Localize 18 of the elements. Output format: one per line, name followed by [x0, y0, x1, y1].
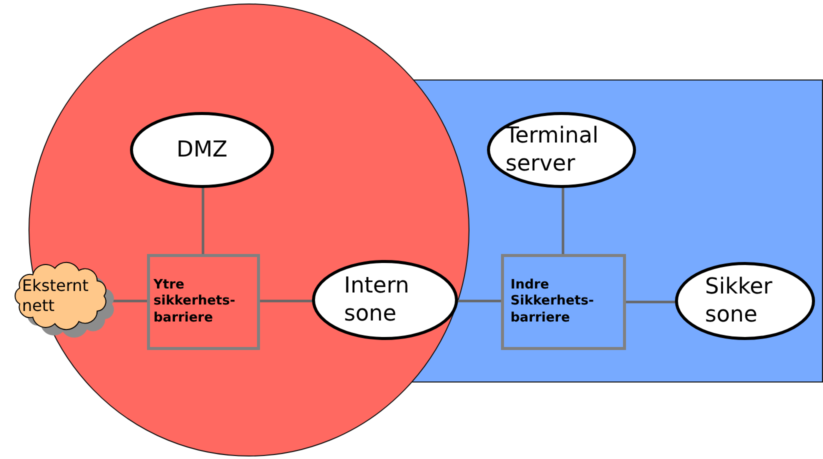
node-label: Terminal server — [506, 122, 600, 178]
node-label: Indre Sikkerhets- barriere — [510, 278, 595, 326]
connector-line — [260, 300, 313, 302]
barrier-box — [501, 254, 626, 350]
ellipse-node — [487, 112, 636, 188]
connector-line — [626, 300, 676, 304]
node-label: Intern sone — [344, 272, 410, 328]
node-label: DMZ — [176, 136, 228, 164]
node-label: Ytre sikkerhets- barriere — [154, 278, 236, 326]
connector-line — [562, 187, 564, 254]
ellipse-node — [312, 260, 458, 340]
connector-line — [202, 187, 204, 254]
node-label: Sikker sone — [705, 274, 774, 328]
node-label: Eksternt nett — [22, 276, 90, 316]
connector-line — [457, 300, 501, 302]
barrier-box — [147, 254, 260, 350]
ellipse-node — [675, 262, 815, 340]
ellipse-node — [130, 112, 274, 188]
